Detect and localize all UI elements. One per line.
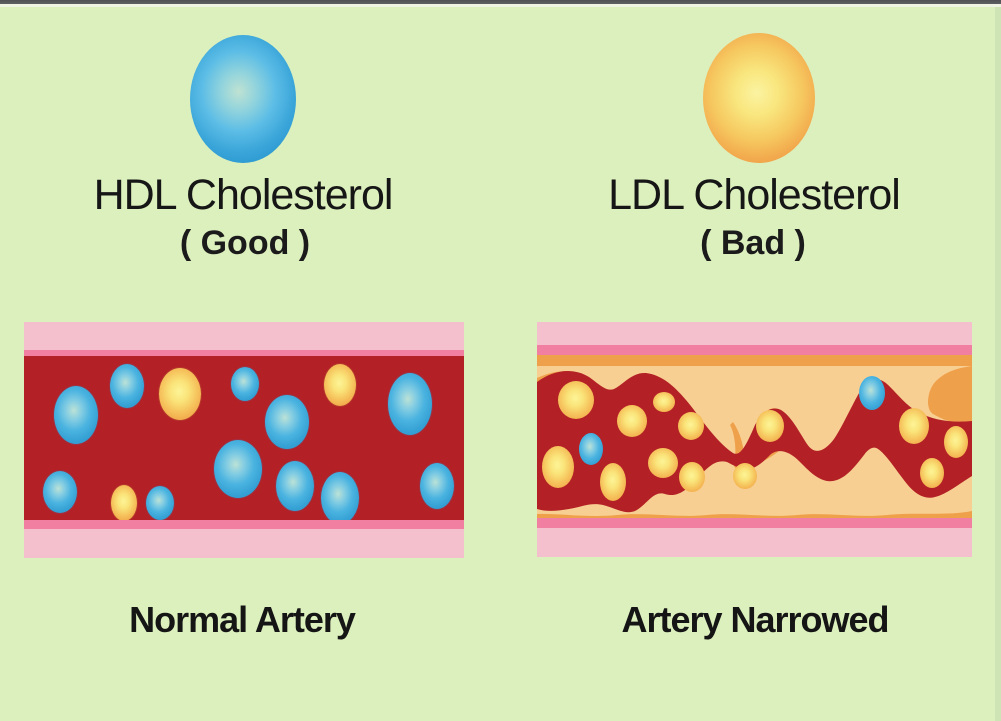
hdl-particle <box>388 373 432 435</box>
ldl-particle <box>756 410 784 442</box>
normal-artery-lumen <box>24 356 464 520</box>
ldl-sphere <box>703 33 815 163</box>
window-top-bar-highlight <box>0 4 1001 7</box>
ldl-particle <box>111 485 137 520</box>
ldl-particle <box>733 463 757 489</box>
artery-wall-inner-bottom <box>24 520 464 529</box>
ldl-title: LDL Cholesterol <box>608 171 901 219</box>
normal-artery-label: Normal Artery <box>129 599 356 640</box>
ldl-particle <box>678 412 704 440</box>
hdl-particle <box>265 395 309 449</box>
ldl-subtitle: ( Bad ) <box>700 224 806 262</box>
hdl-sphere <box>190 35 296 163</box>
ldl-particle <box>159 368 201 420</box>
hdl-particle <box>321 472 359 520</box>
normal-artery-panel <box>24 322 464 558</box>
window-top-bar <box>0 0 1001 4</box>
hdl-particle <box>231 367 259 401</box>
ldl-particle <box>920 458 944 488</box>
ldl-particle <box>324 364 356 406</box>
hdl-particle <box>579 433 603 465</box>
ldl-particle <box>679 462 705 492</box>
ldl-particle <box>542 446 574 488</box>
hdl-subtitle: ( Good ) <box>179 224 311 262</box>
right-edge-shade <box>995 7 1001 721</box>
hdl-title: HDL Cholesterol <box>93 171 394 219</box>
hdl-particle <box>43 471 77 513</box>
hdl-particle <box>146 486 174 520</box>
hdl-particle <box>214 440 262 498</box>
narrowed-artery-illustration <box>537 322 972 557</box>
hdl-particle <box>110 364 144 408</box>
ldl-particle <box>648 448 678 478</box>
ldl-particle <box>944 426 968 458</box>
narrowed-artery-label: Artery Narrowed <box>621 599 889 640</box>
narrowed-artery-panel <box>537 322 972 557</box>
hdl-particle <box>420 463 454 509</box>
artery-wall-inner-top <box>24 350 464 356</box>
ldl-particle <box>899 408 929 444</box>
hdl-particle <box>276 461 314 511</box>
ldl-particle <box>600 463 626 501</box>
ldl-particle <box>558 381 594 419</box>
hdl-particle <box>859 376 885 410</box>
hdl-particle <box>54 386 98 444</box>
ldl-particle <box>653 392 675 412</box>
ldl-particle <box>617 405 647 437</box>
